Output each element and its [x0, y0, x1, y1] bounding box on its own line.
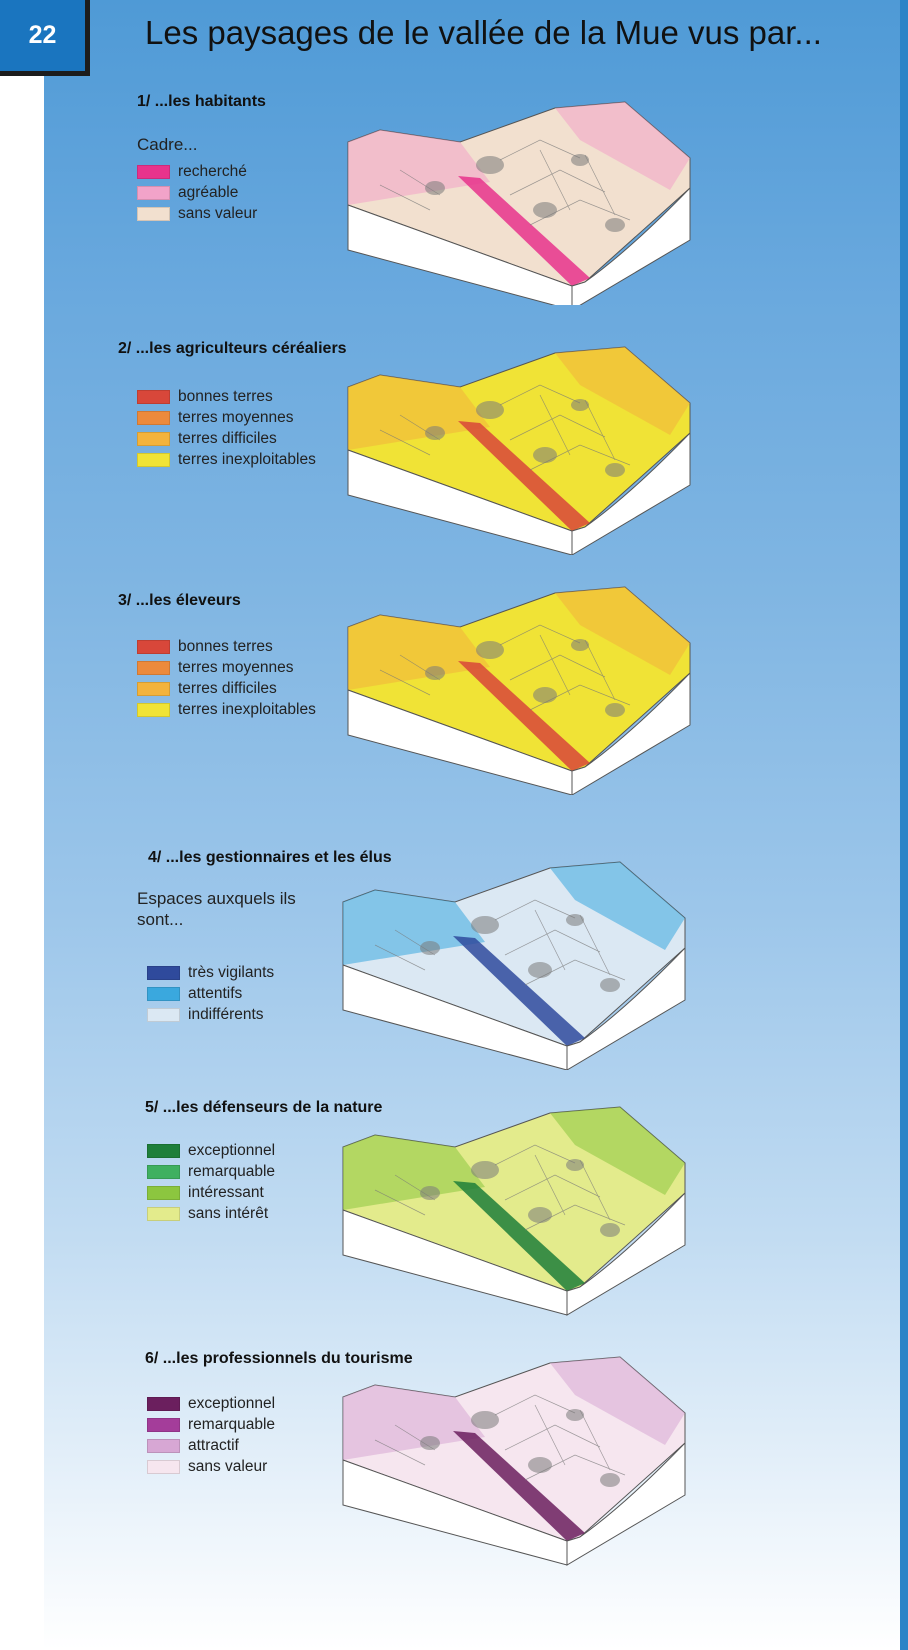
legend-swatch: [147, 1143, 180, 1158]
legend-item: remarquable: [147, 1414, 275, 1435]
legend-item: sans valeur: [147, 1456, 275, 1477]
legend-label: exceptionnel: [188, 1394, 276, 1412]
legend-label: terres moyennes: [178, 408, 294, 426]
page-title: Les paysages de le vallée de la Mue vus …: [145, 14, 822, 51]
legend-label: attentifs: [188, 984, 243, 1002]
legend-item: terres moyennes: [137, 657, 316, 678]
block-diagram: [342, 1356, 686, 1566]
legend: recherché agréable sans valeur: [137, 161, 257, 224]
legend-swatch: [147, 1206, 180, 1221]
block-diagram: [342, 1106, 686, 1316]
legend-swatch: [147, 1438, 180, 1453]
legend-intro: Cadre...: [137, 135, 198, 154]
legend-item: terres difficiles: [137, 678, 316, 699]
legend-label: sans valeur: [178, 204, 258, 222]
legend-swatch: [147, 1417, 180, 1432]
block-diagram: [347, 101, 691, 305]
legend-label: terres inexploitables: [178, 700, 316, 718]
legend-label: remarquable: [188, 1415, 276, 1433]
legend: très vigilants attentifs indifférents: [147, 962, 274, 1025]
legend-intro: Espaces auxquels ils sont...: [137, 889, 296, 929]
legend-item: exceptionnel: [147, 1140, 275, 1161]
legend-swatch: [147, 1185, 180, 1200]
legend-label: bonnes terres: [178, 387, 273, 405]
legend-label: terres difficiles: [178, 679, 277, 697]
legend-swatch: [137, 164, 170, 179]
legend-item: recherché: [137, 161, 257, 182]
legend-item: attentifs: [147, 983, 274, 1004]
legend: exceptionnel remarquable attractif sans …: [147, 1393, 275, 1477]
legend-label: terres inexploitables: [178, 450, 316, 468]
legend-swatch: [137, 681, 170, 696]
legend-item: exceptionnel: [147, 1393, 275, 1414]
legend-swatch: [137, 431, 170, 446]
legend-swatch: [137, 206, 170, 221]
legend-label: sans valeur: [188, 1457, 268, 1475]
legend-item: terres inexploitables: [137, 699, 316, 720]
legend: bonnes terres terres moyennes terres dif…: [137, 386, 316, 470]
section-heading: 1/ ...les habitants: [137, 93, 266, 110]
legend-swatch: [137, 660, 170, 675]
legend-swatch: [147, 986, 180, 1001]
legend-label: recherché: [178, 162, 247, 180]
legend: bonnes terres terres moyennes terres dif…: [137, 636, 316, 720]
legend-label: agréable: [178, 183, 239, 201]
legend-item: terres difficiles: [137, 428, 316, 449]
legend-item: indifférents: [147, 1004, 274, 1025]
legend: exceptionnel remarquable intéressant san…: [147, 1140, 275, 1224]
legend-item: attractif: [147, 1435, 275, 1456]
legend-label: exceptionnel: [188, 1141, 276, 1159]
left-margin: [0, 0, 44, 1650]
legend-item: agréable: [137, 182, 257, 203]
legend-swatch: [137, 185, 170, 200]
legend-swatch: [137, 702, 170, 717]
legend-label: attractif: [188, 1436, 239, 1454]
legend-item: bonnes terres: [137, 636, 316, 657]
legend-label: terres moyennes: [178, 658, 294, 676]
legend-label: intéressant: [188, 1183, 264, 1201]
block-diagram: [347, 346, 691, 555]
legend-swatch: [147, 1396, 180, 1411]
legend-swatch: [147, 1164, 180, 1179]
section-heading: 3/ ...les éleveurs: [118, 592, 241, 609]
legend-swatch: [137, 639, 170, 654]
legend-item: bonnes terres: [137, 386, 316, 407]
legend-item: remarquable: [147, 1161, 275, 1182]
legend-swatch: [147, 1007, 180, 1022]
legend-label: terres difficiles: [178, 429, 277, 447]
legend-swatch: [147, 965, 180, 980]
right-edge-bar: [900, 0, 908, 1650]
legend-swatch: [137, 452, 170, 467]
legend-item: terres moyennes: [137, 407, 316, 428]
legend-item: terres inexploitables: [137, 449, 316, 470]
legend-label: remarquable: [188, 1162, 276, 1180]
legend-item: intéressant: [147, 1182, 275, 1203]
legend-label: indifférents: [188, 1005, 264, 1023]
section-heading: 5/ ...les défenseurs de la nature: [145, 1099, 383, 1116]
block-diagram: [342, 861, 686, 1070]
legend-label: bonnes terres: [178, 637, 273, 655]
section-heading: 4/ ...les gestionnaires et les élus: [148, 849, 392, 866]
page-number-badge: 22: [0, 0, 90, 76]
legend-swatch: [147, 1459, 180, 1474]
legend-swatch: [137, 410, 170, 425]
legend-item: sans valeur: [137, 203, 257, 224]
section-heading: 6/ ...les professionnels du tourisme: [145, 1350, 413, 1367]
block-diagram: [347, 586, 691, 795]
legend-label: très vigilants: [188, 963, 275, 981]
legend-label: sans intérêt: [188, 1204, 269, 1222]
legend-item: sans intérêt: [147, 1203, 275, 1224]
section-heading: 2/ ...les agriculteurs céréaliers: [118, 340, 347, 357]
legend-swatch: [137, 389, 170, 404]
legend-item: très vigilants: [147, 962, 274, 983]
